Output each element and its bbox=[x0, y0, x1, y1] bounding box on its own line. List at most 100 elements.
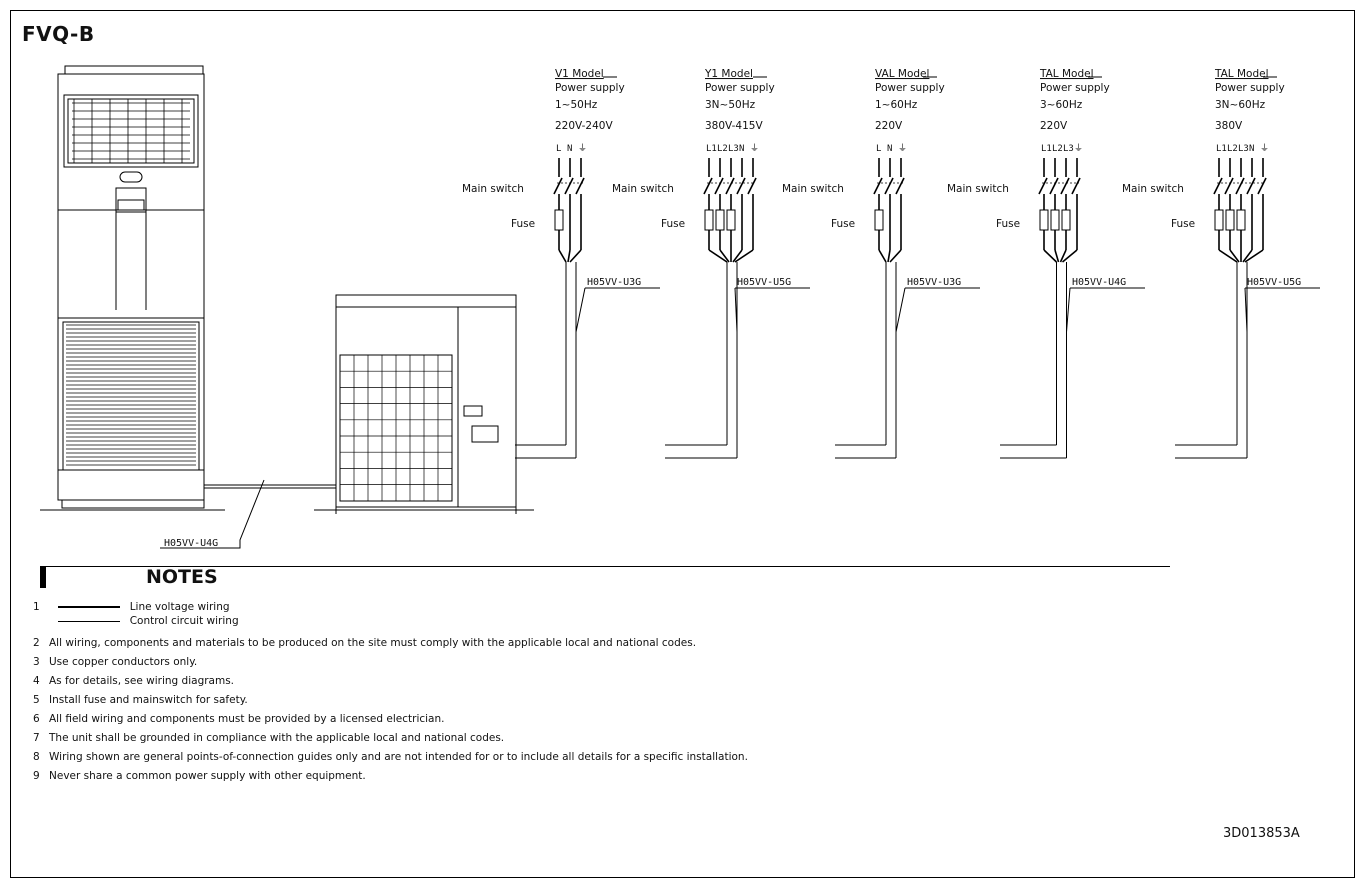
document-code: 3D013853A bbox=[1223, 826, 1300, 841]
fuse-symbol bbox=[1050, 209, 1060, 231]
switch-blade bbox=[553, 177, 563, 195]
switch-blade bbox=[1060, 177, 1070, 195]
main-switch-label: Main switch bbox=[462, 183, 524, 195]
drawing-frame bbox=[10, 10, 1355, 878]
switch-blade bbox=[884, 177, 894, 195]
phase-frequency: 3N~60Hz bbox=[1215, 99, 1266, 111]
voltage-range: 380V-415V bbox=[705, 120, 763, 132]
terminal-label: L bbox=[876, 144, 881, 154]
switch-blade bbox=[1246, 177, 1256, 195]
fuse-label: Fuse bbox=[511, 218, 535, 230]
control-circuit-label: Control circuit wiring bbox=[129, 615, 239, 627]
interconnect-cable-label: H05VV-U4G bbox=[164, 538, 218, 549]
note-1: 1 Line voltage wiring bbox=[33, 600, 230, 614]
terminal-label: L2 bbox=[717, 144, 728, 154]
notes-divider bbox=[46, 566, 1170, 567]
switch-blade bbox=[736, 177, 746, 195]
diagram-title: FVQ-B bbox=[22, 22, 95, 46]
switch-blade bbox=[1224, 177, 1234, 195]
switch-blade bbox=[1038, 177, 1048, 195]
terminal-label: L2 bbox=[1227, 144, 1238, 154]
voltage-range: 380V bbox=[1215, 120, 1243, 132]
fuse-symbol bbox=[704, 209, 714, 231]
supply-wire bbox=[569, 249, 582, 263]
notes-heading: NOTES bbox=[146, 566, 218, 588]
fuse-symbol bbox=[1039, 209, 1049, 231]
supply-wire bbox=[887, 249, 891, 263]
fuse-label: Fuse bbox=[996, 218, 1020, 230]
switch-blade bbox=[1071, 177, 1081, 195]
cable-leader bbox=[734, 287, 738, 333]
supply-wire bbox=[1061, 249, 1078, 263]
indoor-unit bbox=[40, 65, 225, 511]
main-switch-label: Main switch bbox=[1122, 183, 1184, 195]
terminal-label: ⏚ bbox=[898, 143, 907, 154]
line-voltage-label: Line voltage wiring bbox=[129, 601, 230, 613]
power-supply-label: Power supply bbox=[875, 82, 945, 94]
terminal-label: L3 bbox=[1063, 144, 1074, 154]
switch-blade bbox=[747, 177, 757, 195]
outdoor-unit-coil-grid bbox=[339, 354, 453, 502]
fuse-symbol bbox=[1214, 209, 1224, 231]
model-name: Y1 Model bbox=[704, 68, 753, 80]
terminal-label: N bbox=[887, 144, 892, 154]
terminal-label: ⏚ bbox=[578, 143, 587, 154]
note-number: 1 bbox=[33, 601, 40, 613]
model-name: VAL Model bbox=[875, 68, 929, 80]
supply-wire bbox=[1229, 249, 1240, 263]
supply-wire bbox=[1054, 249, 1060, 263]
cable-leader bbox=[895, 287, 906, 333]
main-switch-label: Main switch bbox=[612, 183, 674, 195]
control-circuit-symbol bbox=[58, 620, 121, 622]
main-switch-label: Main switch bbox=[782, 183, 844, 195]
terminal-label: L1 bbox=[1216, 144, 1227, 154]
supply-wire bbox=[732, 249, 743, 263]
switch-blade bbox=[1257, 177, 1267, 195]
switch-blade bbox=[564, 177, 574, 195]
supply-connection bbox=[516, 444, 566, 459]
cable-type-label: H05VV-U3G bbox=[587, 277, 641, 288]
line-voltage-symbol bbox=[58, 606, 121, 608]
terminal-label: N bbox=[739, 144, 744, 154]
terminal-label: L3 bbox=[728, 144, 739, 154]
fuse-symbol bbox=[726, 209, 736, 231]
supply-wire bbox=[1242, 249, 1253, 263]
fuse-label: Fuse bbox=[831, 218, 855, 230]
supply-wire bbox=[878, 249, 887, 263]
supply-wire bbox=[1218, 249, 1238, 263]
terminal-label: N bbox=[567, 144, 572, 154]
supply-wire bbox=[889, 249, 902, 263]
phase-frequency: 3~60Hz bbox=[1040, 99, 1083, 111]
fuse-label: Fuse bbox=[1171, 218, 1195, 230]
fuse-symbol bbox=[554, 209, 564, 231]
terminal-label: L bbox=[556, 144, 561, 154]
terminal-label: L3 bbox=[1238, 144, 1249, 154]
supply-wire bbox=[1244, 249, 1264, 263]
fuse-symbol bbox=[874, 209, 884, 231]
phase-frequency: 3N~50Hz bbox=[705, 99, 756, 111]
terminal-label: N bbox=[1249, 144, 1254, 154]
power-supply-label: Power supply bbox=[1215, 82, 1285, 94]
supply-wire bbox=[1059, 249, 1067, 263]
terminal-label: ⏚ bbox=[1260, 143, 1269, 154]
supply-wire bbox=[734, 249, 754, 263]
cable-leader bbox=[1244, 287, 1248, 333]
terminal-label: ⏚ bbox=[750, 143, 759, 154]
model-name: V1 Model bbox=[555, 68, 604, 80]
switch-blade bbox=[895, 177, 905, 195]
fuse-label: Fuse bbox=[661, 218, 685, 230]
switch-blade bbox=[1213, 177, 1223, 195]
power-supply-label: Power supply bbox=[1040, 82, 1110, 94]
switch-blade bbox=[1049, 177, 1059, 195]
cable-leader bbox=[575, 287, 586, 333]
supply-wire bbox=[558, 249, 567, 263]
